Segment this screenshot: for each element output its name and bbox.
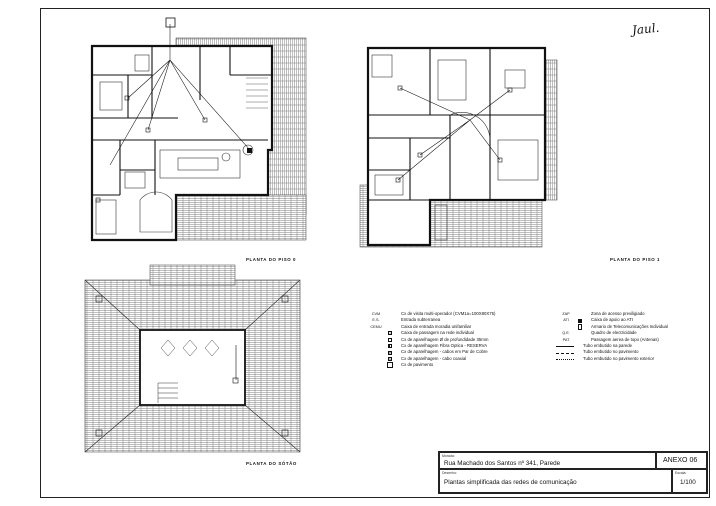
annex-number: ANEXO 06 [663,457,698,464]
legend-item: Cx de aparelhagem Fibra Optica - RESERVA [366,343,495,349]
drawing-cell: Desenho: Plantas simplificada das redes … [439,469,672,493]
annex-cell: ANEXO 06 [656,452,707,469]
scale-value: 1/100 [680,479,696,486]
drawing-value: Plantas simplificada das redes de comuni… [444,479,577,486]
legend-text: Cx de aparelhagem - cabo coaxial [401,355,467,361]
caption-attic: PLANTA DO SÓTÃO [246,461,297,466]
legend-item: E.S. Entrada subterranea [366,317,495,323]
handwritten-signature: Jaul. [631,20,661,38]
legend-item: P Cx de aparelhagem - cabos em Par de Cob… [366,349,495,355]
plan-attic [84,264,301,453]
legend-code: CEMU [370,324,382,329]
legend-text: Tubo embutido no pavimento exterior [583,355,655,361]
legend-symbol-icon [556,356,578,361]
legend-text: Entrada subterranea [401,317,441,323]
legend-code: PAT [562,337,570,342]
legend-text: Caixa de passagem na rede individual [401,330,474,336]
legend-code: Q.E. [562,331,570,336]
legend-code: ZAP [562,312,570,316]
legend-item: CVM Cx de visita multi-operador (CVM1a=10… [366,311,496,317]
legend-item: × Caixa de passagem na rede individual [366,330,495,336]
legend-item: Tubo embutido na parede [556,343,668,349]
legend-code: CVM [371,312,381,316]
legend-symbol-icon: × [388,331,392,336]
legend-text: Passagem aerea de topo (Antenas) [591,336,659,342]
legend-item: Tubo embutido no pavimento [556,349,668,355]
legend-text: Zona de acesso previligiado [591,311,645,316]
drawing-label: Desenho: [442,471,457,475]
legend-symbol-icon [576,331,586,336]
legend-symbol-icon [386,344,396,349]
sheet-border [40,8,710,498]
legend-symbol-icon [556,350,578,355]
legend-symbol-icon [386,362,396,369]
legend-symbol-icon [576,337,586,342]
plan-floor-0 [90,17,307,242]
legend-text: Quadro de electricidade [591,330,637,336]
legend-item: ZAP Zona de acesso previligiado [556,311,668,317]
legend-item: Cx de pavimento [366,362,495,369]
legend-text: Cx de aparelhagem Ø de profundidade 35mm [401,336,489,342]
legend-item: Q.E. Quadro de electricidade [556,330,668,336]
legend-symbol-icon: C [388,356,392,361]
legend-symbol-icon [576,324,586,330]
legend-symbol-icon [386,312,396,317]
caption-floor-1: PLANTA DO PISO 1 [610,257,661,262]
scale-label: Escala: [675,471,687,475]
legend-left: CVM Cx de visita multi-operador (CVM1a=10… [366,311,495,369]
legend-text: Armario de Telecomunicações Individual [591,323,668,329]
legend-symbol-icon: P [388,350,392,355]
legend-symbol-icon [576,312,586,317]
address-label: Morada: [442,454,455,458]
legend-item: Tubo embutido no pavimento exterior [556,356,668,362]
scale-cell: Escala: 1/100 [672,469,707,493]
legend-text: Tubo embutido no pavimento [583,349,639,355]
legend-text: Cx de pavimento [401,362,434,368]
legend-symbol-icon [556,344,578,349]
legend-item: PAT Passagem aerea de topo (Antenas) [556,337,668,343]
legend-symbol-icon [386,318,396,323]
plan-floor-1 [359,46,558,248]
legend-code: ATI [563,318,569,323]
legend-item: C Cx de aparelhagem - cabo coaxial [366,356,495,362]
legend-code: E.S. [372,318,380,323]
legend-symbol-icon [576,318,586,323]
legend-symbol-icon [386,324,396,329]
legend-text: Caixa de apoio ao ATI [591,317,633,323]
legend-item: Armario de Telecomunicações Individual [556,324,668,330]
legend-symbol-icon [386,337,396,342]
address-value: Rua Machado dos Santos nº 341, Parede [444,460,561,467]
caption-floor-0: PLANTA DO PISO 0 [246,257,297,262]
legend-text: Caixa de entrada moradia unifamiliar [401,323,472,329]
legend-item: CEMU Caixa de entrada moradia unifamiliar [366,324,495,330]
legend-item: Cx de aparelhagem Ø de profundidade 35mm [366,337,495,343]
address-cell: Morada: Rua Machado dos Santos nº 341, P… [439,452,656,469]
legend-text: Cx de aparelhagem Fibra Optica - RESERVA [401,342,488,348]
legend-text: Cx de visita multi-operador (CVM1a=100X8… [401,311,496,316]
legend-item: ATI Caixa de apoio ao ATI [556,317,668,323]
title-block: Morada: Rua Machado dos Santos nº 341, P… [438,451,708,494]
legend-text: Tubo embutido na parede [583,342,633,348]
legend-text: Cx de aparelhagem - cabos em Par de Cobr… [401,349,488,355]
